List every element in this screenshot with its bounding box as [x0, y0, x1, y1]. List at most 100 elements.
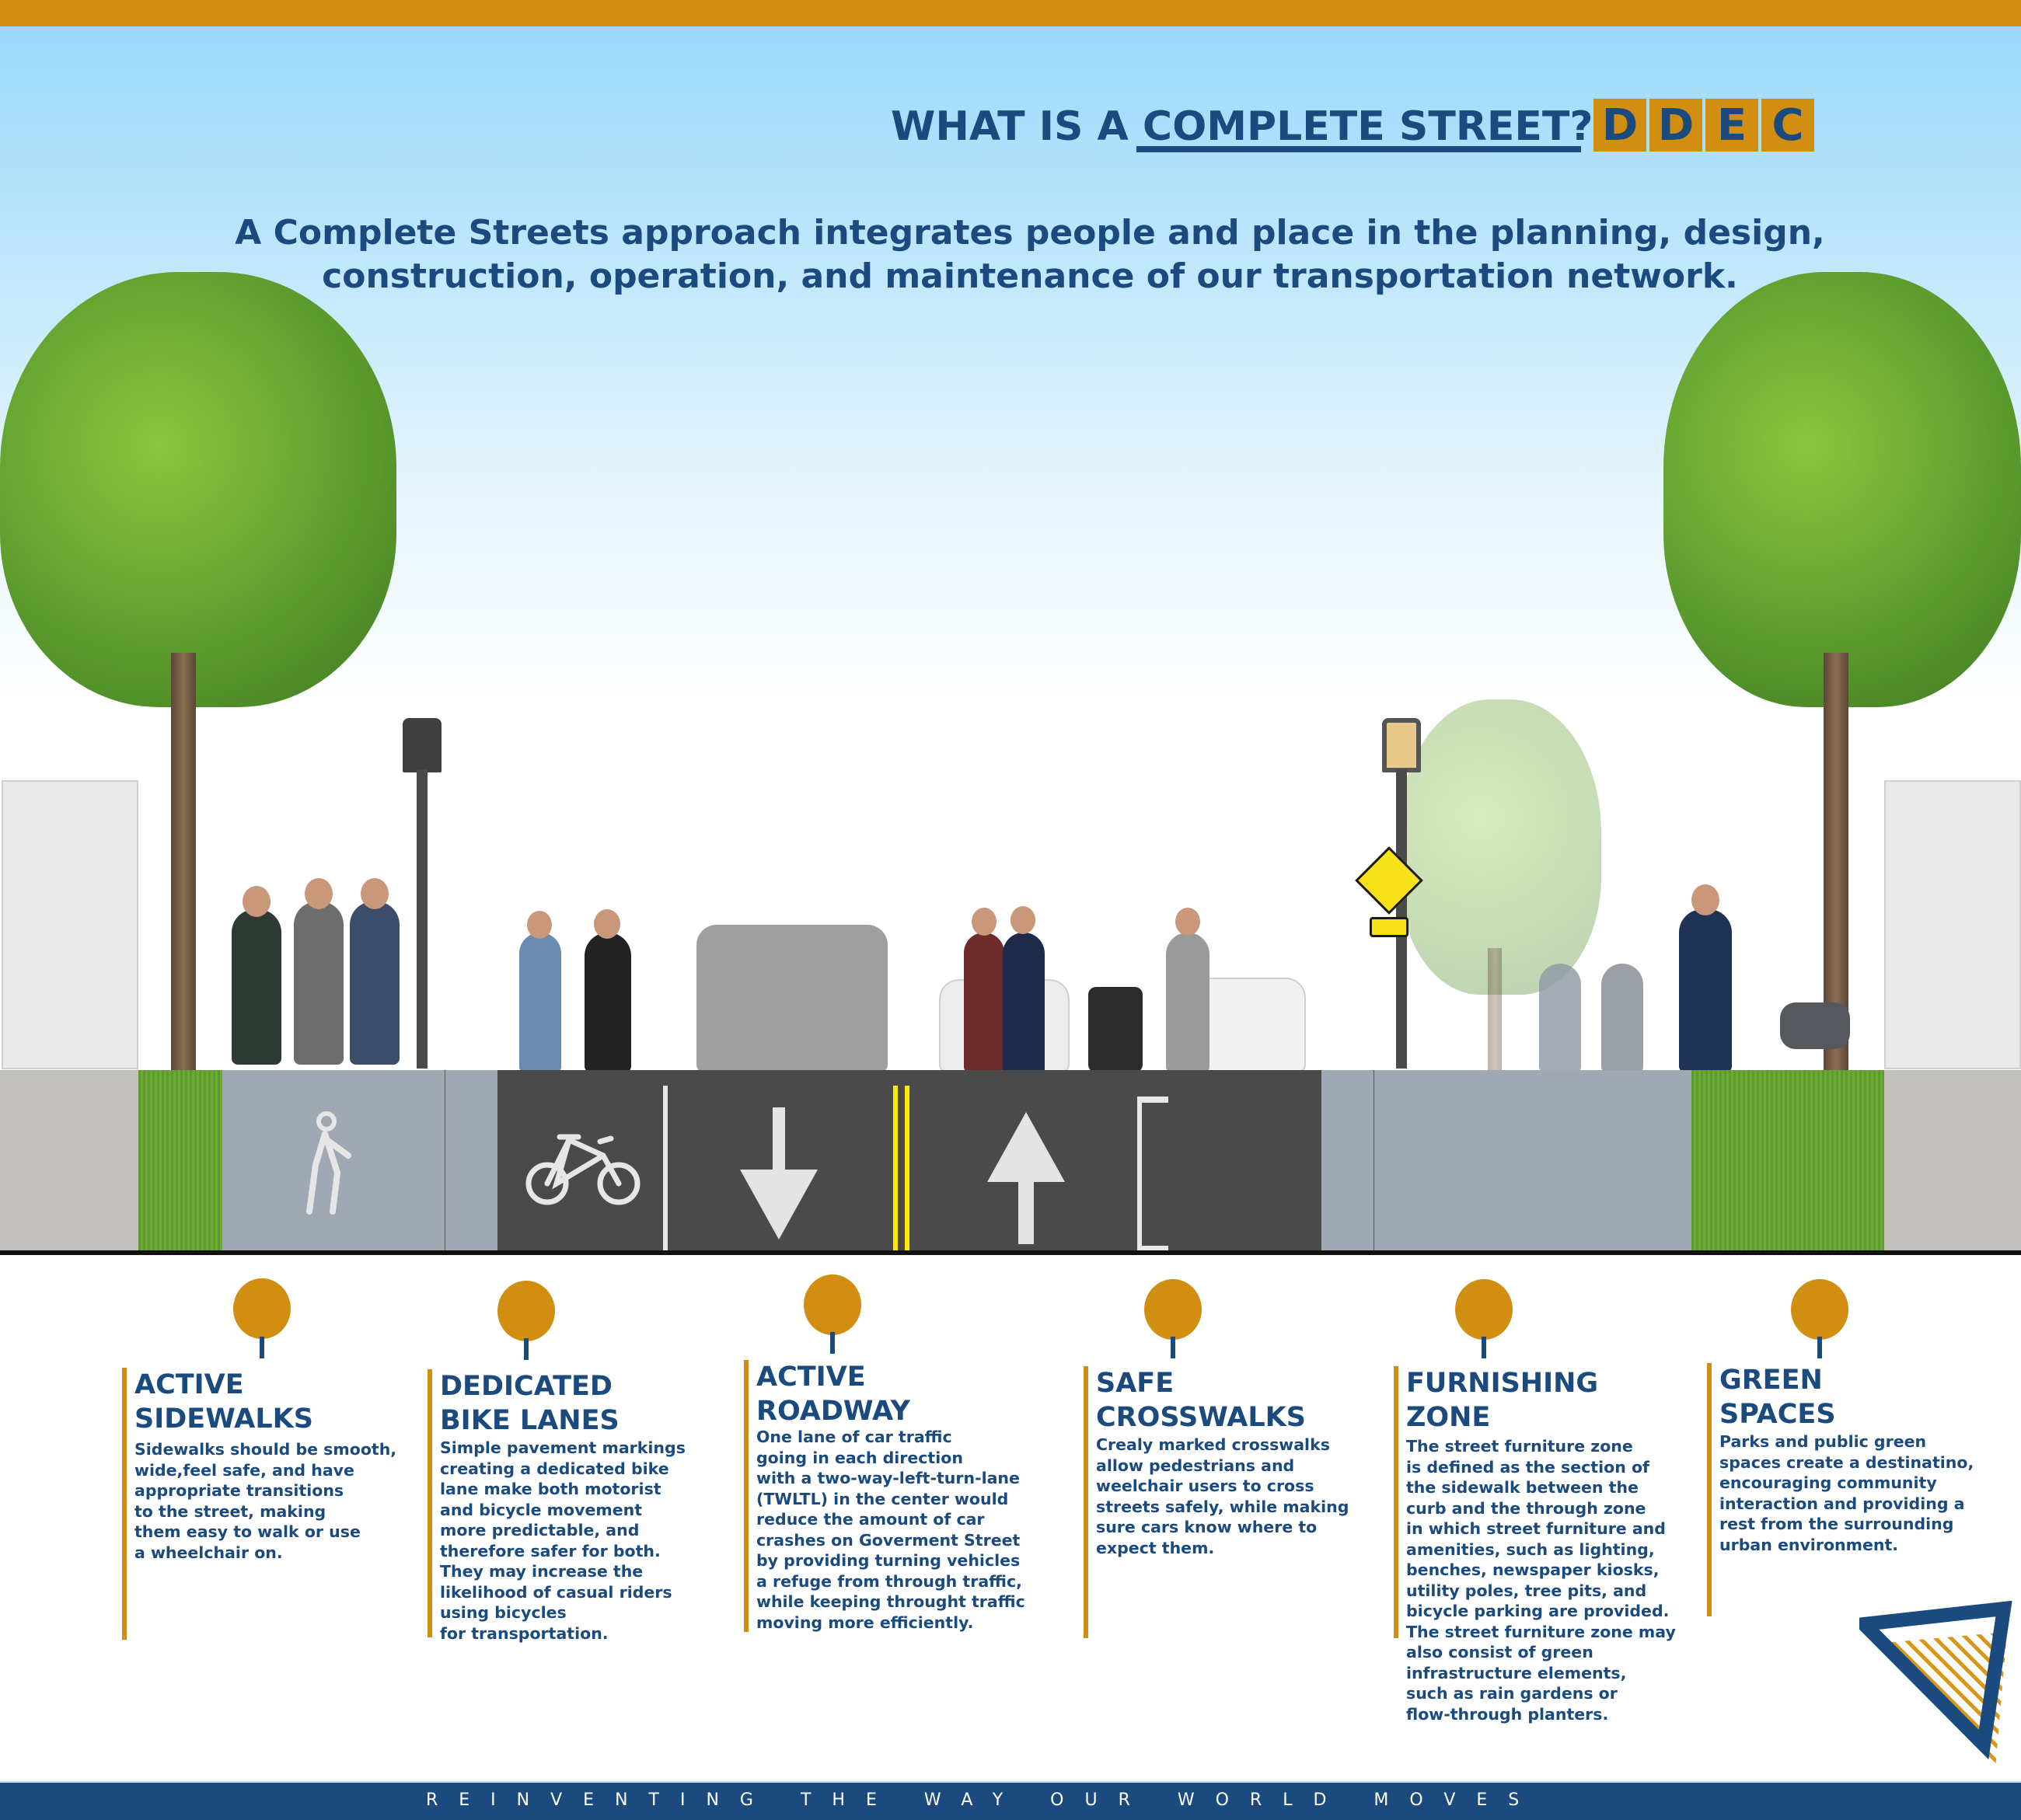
cyclist-head — [594, 909, 620, 939]
center-double-yellow-line — [905, 1086, 909, 1253]
marker-dot — [1455, 1279, 1513, 1340]
street-scene-illustration — [0, 264, 2021, 1080]
pedestrian-figure — [350, 901, 400, 1065]
top-accent-bar — [0, 0, 2021, 26]
pedestrian-head — [305, 878, 333, 909]
segment-curb-left — [445, 1070, 497, 1253]
tree-icon — [0, 272, 396, 707]
callout-body: Parks and public green spaces create a d… — [1719, 1432, 1974, 1554]
marker-dot — [497, 1281, 555, 1341]
triangle-logo-icon — [1859, 1601, 2012, 1768]
callout-title: GREEN SPACES — [1719, 1365, 1836, 1430]
pedestrian-figure — [1601, 964, 1643, 1072]
marker-dot — [1144, 1279, 1202, 1340]
callout-body: Sidewalks should be smooth, wide,feel sa… — [134, 1440, 397, 1562]
segment-furnishing-zone — [1374, 1070, 1691, 1253]
callout-title: SAFE CROSSWALKS — [1096, 1368, 1306, 1433]
callout-title: FURNISHING ZONE — [1406, 1368, 1599, 1433]
marker-dot — [233, 1278, 291, 1339]
dog-icon — [1780, 1002, 1850, 1049]
tree-icon — [1663, 272, 2021, 707]
pedestrian-icon — [306, 1111, 351, 1215]
pedestrian-head — [1175, 908, 1200, 936]
callout-accent-bar — [122, 1368, 127, 1640]
callout-accent-bar — [744, 1360, 749, 1632]
street-lamp-icon — [403, 718, 442, 772]
pedestrian-figure — [232, 909, 281, 1065]
cyclist-figure — [585, 933, 631, 1072]
callout-title: ACTIVE SIDEWALKS — [134, 1369, 313, 1435]
segment-planting-strip-left — [138, 1070, 222, 1253]
segment-bike-lane — [497, 1070, 665, 1253]
crosswalk-bracket-bottom — [1137, 1246, 1168, 1252]
marker-stem — [260, 1337, 264, 1358]
building-left — [2, 780, 138, 1069]
street-cross-section — [0, 1070, 2021, 1253]
faded-tree-icon — [1399, 699, 1601, 995]
dog-walker-figure — [1679, 909, 1732, 1072]
footer-bar: REINVENTING THE WAY OUR WORLD MOVES — [0, 1781, 2021, 1820]
callout-accent-bar — [428, 1369, 432, 1637]
pedestrian-figure — [1003, 933, 1045, 1080]
marker-dot — [804, 1274, 861, 1335]
pedestrian-head — [243, 886, 271, 917]
building-right — [1884, 780, 2021, 1069]
street-lamp-icon — [1382, 718, 1421, 772]
street-lamp-pole — [417, 769, 428, 1069]
crosswalk-bracket-top — [1137, 1097, 1168, 1103]
segment-planting-strip-right — [1691, 1070, 1884, 1253]
callout-accent-bar — [1394, 1366, 1398, 1638]
pedestrian-figure — [1166, 933, 1209, 1072]
callout-accent-bar — [1084, 1366, 1088, 1638]
marker-stem — [524, 1338, 529, 1360]
title-emphasis: COMPLETE STREET? — [1142, 103, 1593, 150]
callout-body: One lane of car traffic going in each di… — [756, 1428, 1025, 1632]
ddec-logo: D D E C — [1593, 99, 1814, 152]
cyclist-head — [527, 911, 552, 939]
segment-building-frontage-left — [0, 1070, 138, 1253]
callout-title: ACTIVE ROADWAY — [756, 1362, 911, 1427]
pedestrian-head — [1010, 906, 1035, 934]
tree-trunk — [1488, 948, 1502, 1072]
callout-title: DEDICATED BIKE LANES — [440, 1371, 620, 1436]
title-prefix: WHAT IS A — [891, 103, 1143, 150]
pedestrian-figure — [964, 933, 1004, 1072]
crosswalk-bracket-icon — [1137, 1097, 1142, 1252]
subtitle: A Complete Streets approach integrates p… — [235, 213, 1825, 296]
pedestrian-head — [361, 878, 389, 909]
arrow-up-icon — [987, 1112, 1065, 1244]
center-double-yellow-line — [893, 1086, 898, 1253]
marker-dot — [1791, 1279, 1848, 1340]
marker-stem — [830, 1332, 835, 1354]
callout-body: Crealy marked crosswalks allow pedestria… — [1096, 1435, 1349, 1557]
footer-tagline: REINVENTING THE WAY OUR WORLD MOVES — [426, 1790, 1541, 1810]
marker-stem — [1482, 1337, 1486, 1358]
bicycle-icon — [525, 1134, 641, 1205]
title-underline — [1136, 146, 1581, 152]
jeep-vehicle — [696, 925, 888, 1072]
logo-letter: D — [1593, 99, 1646, 152]
cyclist-figure — [519, 933, 561, 1072]
segment-building-frontage-right — [1884, 1070, 2021, 1253]
marker-stem — [1171, 1337, 1175, 1358]
bike-lane-edge-line — [663, 1086, 668, 1253]
logo-letter: C — [1761, 99, 1814, 152]
arrow-down-icon — [740, 1107, 818, 1239]
pedestrian-head — [1691, 884, 1719, 915]
logo-letter: E — [1705, 99, 1758, 152]
pedestrian-head — [972, 908, 997, 936]
marker-stem — [1817, 1337, 1822, 1358]
tree-trunk — [171, 653, 196, 1072]
segment-crosswalk-lane — [1138, 1070, 1321, 1253]
callout-body: The street furniture zone is defined as … — [1406, 1437, 1676, 1724]
crossing-arrow-plaque-icon — [1370, 917, 1408, 937]
logo-letter: D — [1649, 99, 1702, 152]
callout-body: Simple pavement markings creating a dedi… — [440, 1438, 686, 1643]
callout-accent-bar — [1707, 1363, 1712, 1616]
segment-curb-right — [1321, 1070, 1374, 1253]
pedestrian-figure — [1539, 964, 1581, 1072]
ground-baseline — [0, 1250, 2021, 1255]
pedestrian-figure — [294, 901, 344, 1065]
page-title: WHAT IS A COMPLETE STREET? — [891, 92, 1593, 162]
stroller-icon — [1088, 987, 1143, 1072]
